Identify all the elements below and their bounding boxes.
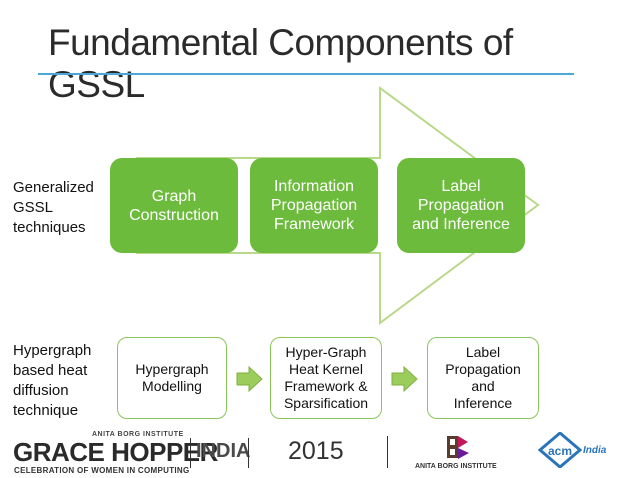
row1-label-line: GSSL	[13, 199, 54, 216]
row1-label-line: Generalized	[13, 179, 94, 196]
box-text-line: Sparsification	[283, 395, 369, 411]
arrow-right-icon	[236, 366, 263, 392]
box-text-line: Propagation	[417, 197, 505, 214]
information-propagation-box: Information Propagation Framework	[250, 158, 378, 253]
celebration-subtitle: CELEBRATION OF WOMEN IN COMPUTING	[14, 466, 190, 475]
svg-text:acm: acm	[548, 444, 572, 458]
box-text-line: Label	[465, 344, 501, 360]
box-text-line: Heat Kernel	[289, 361, 363, 377]
acm-logo-icon: acm	[538, 432, 582, 468]
abi-logo-icon	[447, 436, 469, 459]
arrow-right-icon	[391, 366, 418, 392]
row1-label: Generalized GSSL techniques	[13, 178, 94, 238]
row2-label-line: diffusion	[13, 382, 69, 399]
label-inference-box: Label Propagation and Inference	[427, 337, 539, 419]
row2-label-line: based heat	[13, 362, 88, 379]
grace-hopper-logo: GRACE HOPPER	[13, 437, 218, 467]
box-text-line: Label	[441, 178, 481, 195]
box-text-line: Hyper-Graph	[285, 344, 367, 360]
graph-construction-box: Graph Construction	[110, 158, 238, 253]
row1-label-line: techniques	[13, 219, 86, 236]
divider	[190, 438, 191, 468]
year-label: 2015	[288, 437, 344, 465]
box-text-line: and	[471, 378, 495, 394]
heat-kernel-box: Hyper-Graph Heat Kernel Framework & Spar…	[270, 337, 382, 419]
box-text-line: Propagation	[445, 361, 521, 377]
anita-borg-label: ANITA BORG INSTITUTE	[92, 431, 184, 438]
divider	[248, 438, 249, 468]
acm-india-label: India	[583, 445, 607, 456]
label-propagation-box: Label Propagation and Inference	[397, 158, 525, 253]
box-text-line: and Inference	[412, 216, 510, 233]
row2-label-line: technique	[13, 402, 79, 419]
divider	[387, 436, 388, 468]
title-underline	[38, 73, 574, 75]
box-text-line: Framework	[273, 216, 354, 233]
box-text-line: Graph	[151, 187, 197, 205]
box-text-line: Modelling	[142, 378, 202, 394]
box-text-line: Propagation	[270, 197, 358, 214]
box-text-line: Information	[273, 178, 355, 195]
box-text-line: Construction	[129, 206, 219, 224]
box-text-line: Inference	[453, 395, 513, 411]
box-text-line: Hypergraph	[135, 361, 209, 377]
abi-label: ANITA BORG INSTITUTE	[415, 463, 497, 470]
india-label: INDIA	[196, 440, 251, 462]
row2-label: Hypergraph based heat diffusion techniqu…	[13, 341, 91, 421]
box-text-line: Framework &	[284, 378, 368, 394]
hypergraph-modelling-box: Hypergraph Modelling	[117, 337, 227, 419]
row2-label-line: Hypergraph	[13, 342, 92, 359]
slide-title: Fundamental Components of GSSL	[48, 22, 513, 105]
